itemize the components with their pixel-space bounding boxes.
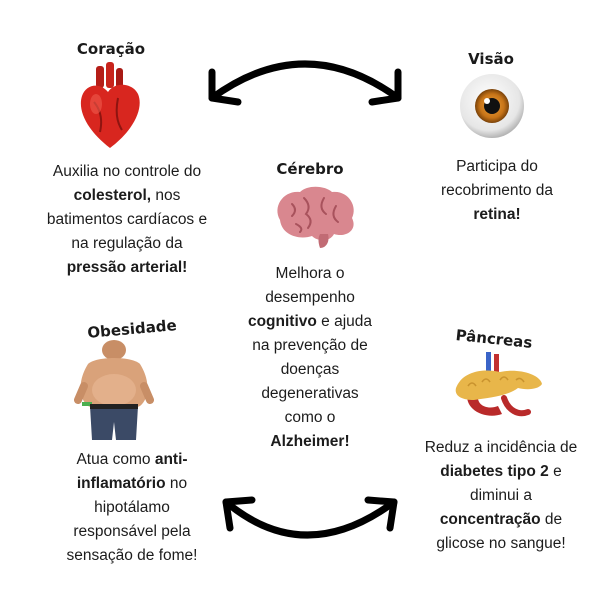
pancreas-description-segment: Reduz a incidência de bbox=[424, 439, 578, 456]
brain-description: Melhora o desempenho cognitivo e ajuda na p… bbox=[228, 262, 392, 454]
brain-icon bbox=[277, 186, 354, 248]
heart-description-segment: pressão arterial! bbox=[66, 259, 188, 276]
pancreas-description-segment: e bbox=[548, 463, 562, 480]
brain-description-segment: doenças bbox=[280, 361, 340, 378]
heart-description-line: Auxilia no controle do bbox=[14, 160, 240, 184]
eye-icon bbox=[460, 74, 524, 138]
brain-description-line: degenerativas bbox=[228, 382, 392, 406]
obesity-description-segment: anti- bbox=[154, 451, 188, 468]
obesity-description-line: inflamatório no bbox=[44, 472, 220, 496]
brain-description-line: Melhora o bbox=[228, 262, 392, 286]
pancreas-description-line: diminui a bbox=[406, 484, 596, 508]
heart-description-segment: colesterol, bbox=[73, 187, 152, 204]
vision-description-segment: retina! bbox=[473, 206, 521, 223]
heart-description: Auxilia no controle do colesterol, nos bat… bbox=[14, 160, 240, 280]
brain-description-segment: cognitivo bbox=[247, 313, 317, 330]
pancreas-description-line: glicose no sangue! bbox=[406, 532, 596, 556]
obesity-description-segment: sensação de fome! bbox=[66, 547, 198, 564]
vision-title: Visão bbox=[468, 50, 514, 68]
obesity-figure-icon bbox=[74, 340, 154, 440]
heart-description-line: colesterol, nos bbox=[14, 184, 240, 208]
obesity-description-segment: responsável pela bbox=[73, 523, 191, 540]
brain-description-segment: como o bbox=[284, 409, 336, 426]
vision-description-line: Participa do bbox=[412, 155, 582, 179]
obesity-description: Atua como anti-inflamatório no hipotálamo… bbox=[44, 448, 220, 568]
heart-description-line: batimentos cardíacos e bbox=[14, 208, 240, 232]
heart-description-segment: nos bbox=[151, 187, 181, 204]
obesity-description-line: sensação de fome! bbox=[44, 544, 220, 568]
pancreas-description-segment: concentração bbox=[439, 511, 541, 528]
pancreas-description-line: concentração de bbox=[406, 508, 596, 532]
vision-description-segment: recobrimento da bbox=[440, 182, 553, 199]
brain-description-segment: na prevenção de bbox=[252, 337, 368, 354]
brain-description-line: desempenho bbox=[228, 286, 392, 310]
obesity-description-line: responsável pela bbox=[44, 520, 220, 544]
obesity-description-segment: inflamatório bbox=[76, 475, 166, 492]
brain-description-line: como o bbox=[228, 406, 392, 430]
heart-description-segment: Auxilia no controle do bbox=[52, 163, 202, 180]
brain-description-segment: e ajuda bbox=[316, 313, 373, 330]
obesity-description-line: hipotálamo bbox=[44, 496, 220, 520]
pancreas-description-segment: glicose no sangue! bbox=[436, 535, 566, 552]
brain-description-segment: desempenho bbox=[265, 289, 355, 306]
vision-description-segment: Participa do bbox=[456, 158, 538, 175]
brain-description-line: doenças bbox=[228, 358, 392, 382]
brain-description-line: cognitivo e ajuda bbox=[228, 310, 392, 334]
heart-title: Coração bbox=[76, 40, 146, 58]
brain-title: Cérebro bbox=[276, 160, 344, 178]
vision-description-line: recobrimento da bbox=[412, 179, 582, 203]
heart-description-line: na regulação da bbox=[14, 232, 240, 256]
pancreas-description-segment: diabetes tipo 2 bbox=[440, 463, 549, 480]
obesity-description-segment: no bbox=[165, 475, 188, 492]
pancreas-title: Pâncreas bbox=[454, 326, 534, 352]
brain-description-segment: Melhora o bbox=[275, 265, 345, 282]
brain-description-line: Alzheimer! bbox=[228, 430, 392, 454]
heart-description-segment: batimentos cardíacos e bbox=[46, 211, 208, 228]
pancreas-description-line: diabetes tipo 2 e bbox=[406, 460, 596, 484]
vision-description-line: retina! bbox=[412, 203, 582, 227]
pancreas-icon bbox=[455, 352, 542, 417]
heart-icon bbox=[80, 62, 140, 148]
pancreas-description-line: Reduz a incidência de bbox=[406, 436, 596, 460]
vision-description: Participa do recobrimento da retina! bbox=[412, 155, 582, 227]
pancreas-description-segment: diminui a bbox=[469, 487, 533, 504]
brain-description-line: na prevenção de bbox=[228, 334, 392, 358]
obesity-title: Obesidade bbox=[86, 316, 178, 342]
pancreas-description-segment: de bbox=[540, 511, 563, 528]
obesity-description-segment: hipotálamo bbox=[94, 499, 170, 516]
obesity-description-segment: Atua como bbox=[76, 451, 155, 468]
brain-description-segment: Alzheimer! bbox=[270, 433, 350, 450]
brain-description-segment: degenerativas bbox=[261, 385, 359, 402]
heart-description-line: pressão arterial! bbox=[14, 256, 240, 280]
heart-description-segment: na regulação da bbox=[71, 235, 183, 252]
obesity-description-line: Atua como anti- bbox=[44, 448, 220, 472]
